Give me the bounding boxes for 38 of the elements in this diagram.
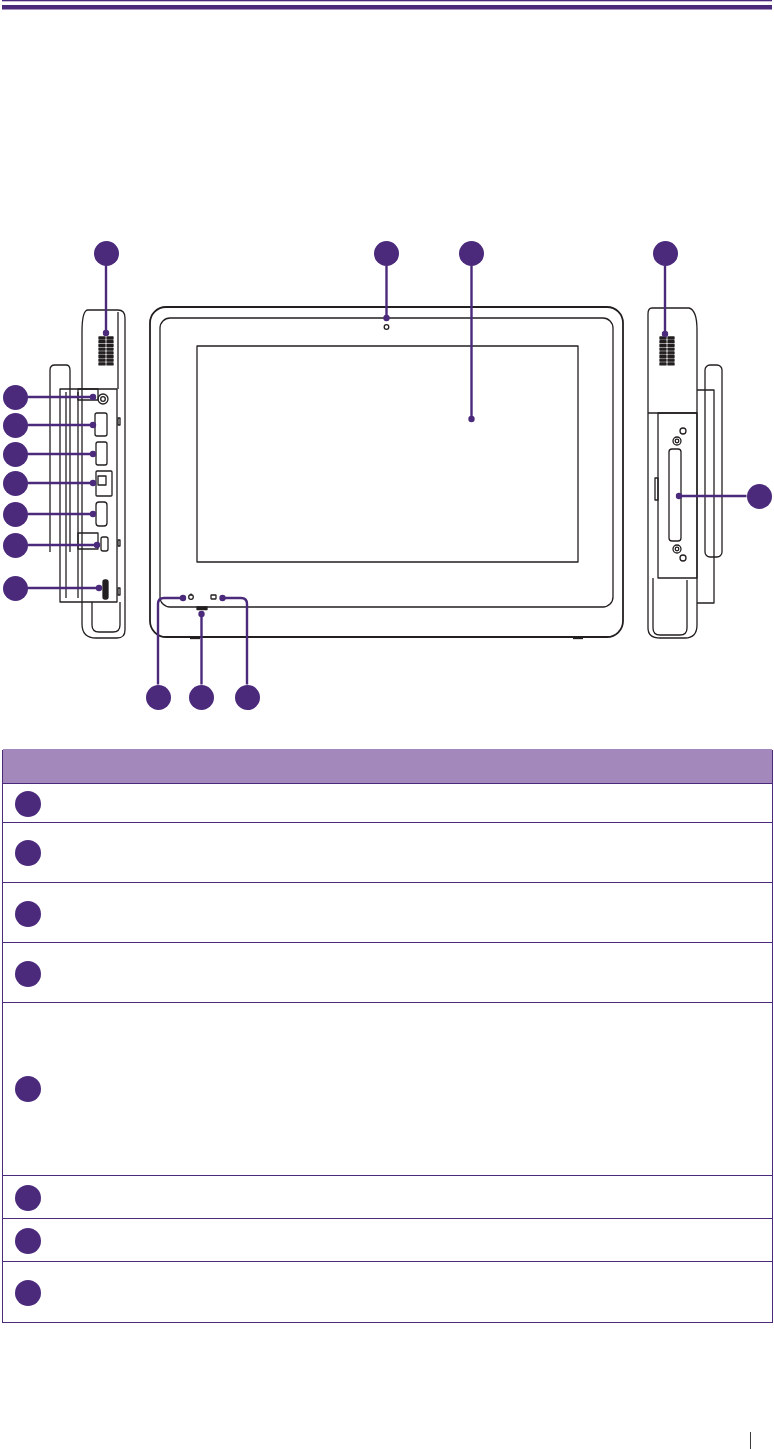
callout-marker bbox=[2, 441, 28, 467]
leader-line bbox=[198, 610, 205, 685]
callout-marker bbox=[2, 384, 28, 410]
leader-line bbox=[27, 510, 97, 518]
callout-marker bbox=[652, 240, 678, 266]
callout-marker bbox=[189, 684, 214, 710]
callout-marker bbox=[14, 960, 41, 987]
leader-line bbox=[27, 421, 97, 429]
leader-line bbox=[675, 492, 747, 500]
callout-marker bbox=[14, 900, 41, 927]
callout-marker bbox=[2, 470, 28, 496]
callout-marker bbox=[374, 240, 399, 266]
leader-line bbox=[27, 393, 97, 401]
callout-marker bbox=[2, 501, 28, 527]
callout-marker bbox=[14, 1279, 41, 1306]
leader-line bbox=[27, 541, 101, 549]
leader-line bbox=[102, 265, 110, 337]
leader-line bbox=[661, 265, 669, 338]
leader-line bbox=[219, 594, 249, 685]
callout-marker bbox=[14, 790, 41, 817]
callout-marker bbox=[145, 684, 171, 710]
callout-marker bbox=[14, 840, 41, 866]
leader-line bbox=[156, 594, 187, 685]
callout-marker bbox=[2, 575, 28, 601]
leader-line bbox=[27, 479, 97, 487]
leader-line bbox=[468, 265, 475, 423]
callout-marker bbox=[14, 1227, 41, 1254]
callout-marker bbox=[2, 412, 28, 438]
leader-line bbox=[27, 584, 103, 592]
callout-marker bbox=[14, 1075, 41, 1102]
callout-marker bbox=[746, 483, 772, 509]
callout-marker bbox=[14, 1184, 41, 1211]
callout-marker bbox=[93, 240, 119, 266]
callout-marker bbox=[2, 532, 28, 558]
leader-line bbox=[27, 450, 97, 458]
leader-line bbox=[383, 265, 390, 322]
callout-marker bbox=[234, 684, 260, 710]
callout-marker bbox=[459, 240, 484, 266]
